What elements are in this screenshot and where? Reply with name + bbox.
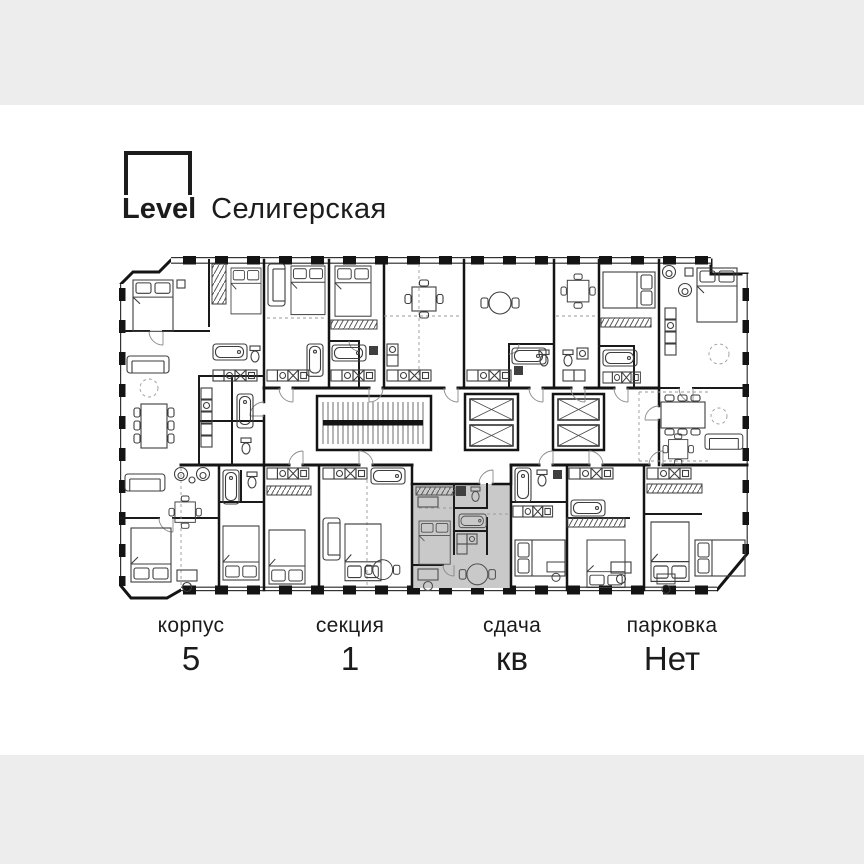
windows-left (116, 284, 126, 586)
windows-right (742, 274, 752, 554)
spec-value: Нет (643, 640, 701, 677)
staircase (315, 394, 433, 452)
spec-value: 1 (340, 640, 360, 677)
furniture-right-wing (660, 394, 744, 465)
level-logo-square (124, 151, 192, 195)
spec-value: кв (496, 640, 528, 677)
floor-plan-svg (116, 255, 752, 600)
logo: Level Селигерская (122, 193, 387, 226)
windows-bottom (181, 585, 717, 595)
door-arcs (148, 330, 694, 533)
furniture-top (132, 263, 738, 384)
spec-sdacha: сдача кв (483, 614, 541, 678)
project-name: Селигерская (211, 193, 387, 225)
windows-top (171, 255, 711, 265)
outer-walls (116, 255, 752, 600)
floor-plan (116, 255, 752, 608)
spec-korpus: корпус 5 (158, 614, 225, 678)
spec-parkovka: парковка Нет (627, 614, 718, 678)
spec-sektsiya: секция 1 (316, 614, 384, 678)
elevator-shafts (463, 392, 606, 452)
highlighted-apartment[interactable] (410, 463, 513, 592)
furniture-left-wing (124, 355, 254, 593)
spec-label: парковка (626, 614, 718, 637)
furniture-bottom (222, 467, 746, 594)
spec-value: 5 (181, 640, 201, 677)
highlight-fill (412, 484, 511, 588)
brand-wordmark: Level (122, 193, 197, 225)
corridor-walls (179, 386, 749, 467)
spec-label: сдача (482, 614, 542, 637)
spec-label: секция (315, 614, 385, 637)
spec-label: корпус (157, 614, 225, 637)
